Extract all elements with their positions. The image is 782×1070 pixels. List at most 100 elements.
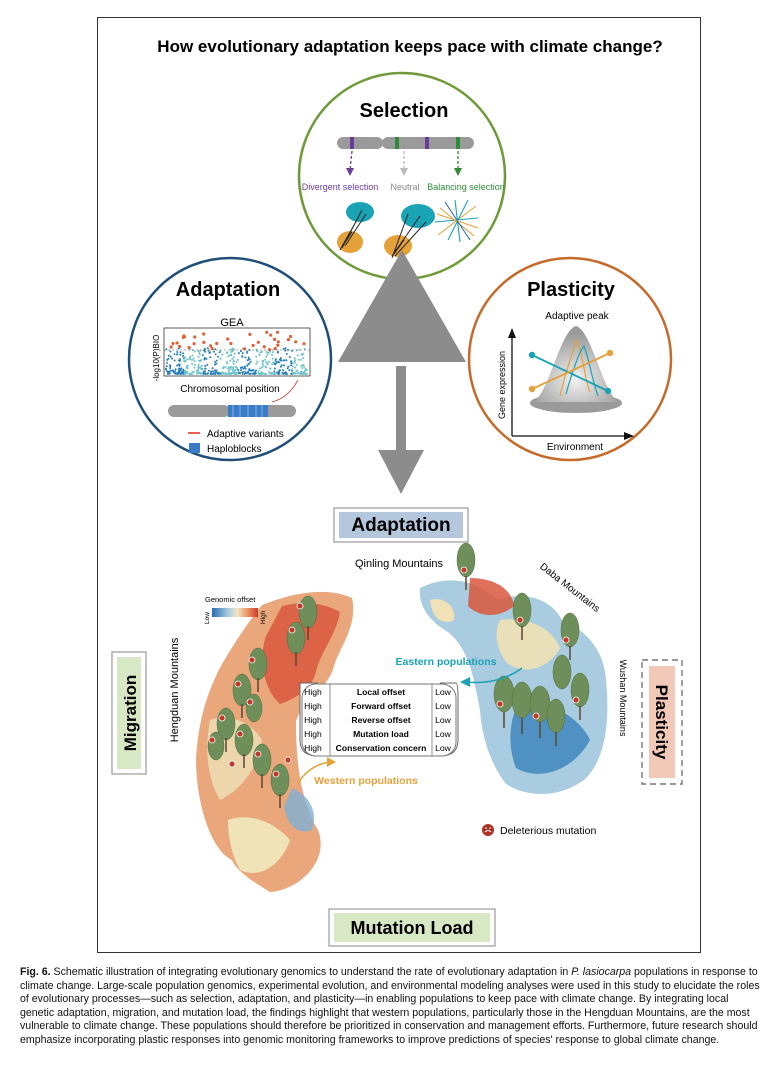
adaptive-variant-point	[248, 332, 252, 336]
manhattan-point	[167, 370, 170, 373]
adaptive-variant-point	[273, 347, 277, 351]
adaptive-variant-point	[215, 341, 219, 346]
manhattan-point	[302, 357, 305, 360]
manhattan-point	[246, 359, 249, 362]
eastern-populations-label: Eastern populations	[396, 656, 497, 668]
adaptation-heading: Adaptation	[176, 279, 280, 301]
adaptive-peak-title: Adaptive peak	[545, 311, 609, 322]
manhattan-point	[285, 373, 288, 375]
manhattan-point	[235, 361, 238, 363]
manhattan-point	[225, 361, 228, 364]
table-row-left: High	[304, 687, 322, 697]
manhattan-point	[182, 355, 184, 357]
manhattan-point	[292, 365, 294, 368]
manhattan-point	[299, 358, 302, 361]
adaptive-variant-point	[187, 346, 191, 350]
manhattan-point	[290, 349, 293, 352]
manhattan-point	[233, 360, 236, 363]
manhattan-point	[165, 365, 168, 368]
table-row-right: Low	[435, 687, 452, 697]
table-row-left: High	[304, 715, 322, 725]
manhattan-point	[214, 348, 217, 351]
manhattan-point	[293, 357, 296, 360]
manhattan-point	[231, 358, 234, 361]
manhattan-point	[303, 347, 306, 350]
manhattan-point	[265, 351, 268, 353]
manhattan-point	[221, 371, 224, 374]
manhattan-point	[250, 369, 253, 372]
gea-y-axis-label: -log10(P)BIO	[152, 335, 161, 382]
manhattan-point	[236, 358, 239, 361]
adaptive-variant-point	[275, 330, 280, 334]
manhattan-point	[290, 360, 292, 363]
adaptive-variant-point	[202, 340, 206, 344]
manhattan-point	[240, 369, 242, 372]
manhattan-point	[177, 363, 180, 366]
manhattan-point	[273, 372, 275, 375]
manhattan-point	[189, 358, 192, 361]
manhattan-point	[261, 366, 264, 369]
manhattan-point	[178, 370, 181, 373]
adaptive-variant-point	[273, 337, 277, 341]
manhattan-point	[288, 369, 291, 372]
manhattan-point	[230, 372, 233, 374]
manhattan-point	[272, 351, 274, 354]
manhattan-point	[176, 351, 179, 353]
adaptive-variant-point	[229, 341, 233, 346]
manhattan-point	[247, 356, 250, 359]
manhattan-point	[280, 364, 283, 367]
manhattan-point	[214, 353, 217, 356]
manhattan-point	[231, 371, 234, 374]
manhattan-point	[270, 372, 273, 375]
manhattan-point	[291, 368, 294, 371]
adaptive-variant-point	[209, 344, 213, 348]
haploblocks-label: Haploblocks	[207, 444, 261, 455]
manhattan-point	[191, 354, 194, 357]
manhattan-point	[179, 353, 182, 356]
adaptive-variant-point	[256, 340, 260, 344]
adaptive-variant-point	[294, 340, 298, 344]
manhattan-point	[169, 367, 172, 370]
manhattan-point	[224, 366, 227, 369]
manhattan-point	[231, 368, 234, 371]
manhattan-point	[242, 367, 245, 370]
adaptive-variant-point	[210, 346, 214, 351]
manhattan-point	[286, 367, 289, 370]
manhattan-point	[185, 371, 188, 374]
manhattan-point	[268, 372, 271, 375]
manhattan-point	[183, 360, 186, 363]
adaptive-variant-point	[276, 343, 280, 347]
table-row-right: Low	[435, 729, 452, 739]
caption-species: P. lasiocarpa	[571, 966, 632, 978]
manhattan-point	[302, 371, 305, 374]
manhattan-point	[237, 352, 240, 355]
manhattan-point	[205, 357, 208, 360]
manhattan-point	[254, 371, 257, 374]
manhattan-point	[193, 363, 196, 366]
manhattan-point	[291, 371, 294, 374]
manhattan-point	[305, 373, 308, 375]
manhattan-point	[290, 364, 293, 367]
balancing-selection-label: Balancing selection	[427, 182, 505, 192]
manhattan-point	[206, 363, 209, 366]
manhattan-point	[278, 361, 280, 364]
manhattan-point	[179, 351, 182, 354]
gene-expression-label: Gene expression	[497, 351, 507, 419]
manhattan-point	[184, 356, 186, 359]
manhattan-point	[239, 367, 242, 369]
manhattan-point	[256, 350, 259, 353]
manhattan-point	[215, 359, 218, 362]
manhattan-point	[248, 368, 251, 371]
manhattan-point	[203, 347, 206, 350]
manhattan-point	[177, 359, 180, 362]
caption-text-1: Schematic illustration of integrating ev…	[50, 966, 572, 978]
manhattan-point	[230, 354, 233, 357]
manhattan-point	[229, 368, 231, 371]
manhattan-point	[259, 373, 262, 375]
manhattan-plot	[165, 330, 308, 375]
manhattan-point	[246, 364, 249, 367]
manhattan-point	[271, 357, 274, 360]
manhattan-point	[197, 355, 200, 358]
manhattan-point	[228, 354, 231, 357]
manhattan-point	[207, 369, 210, 372]
